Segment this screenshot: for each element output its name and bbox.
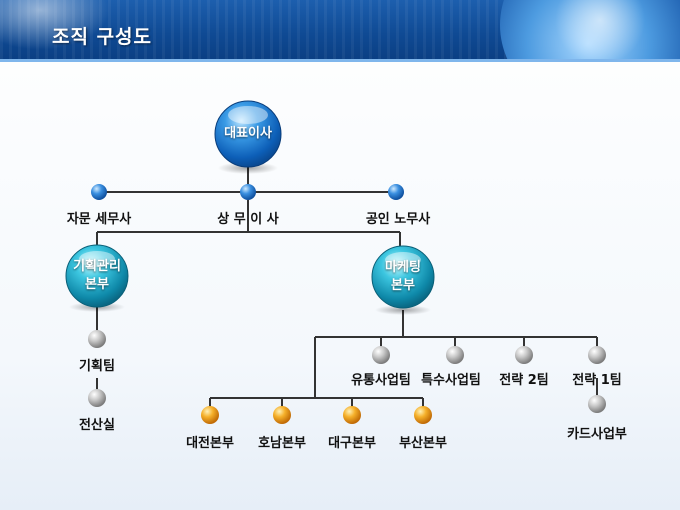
planning-team-label: 기획팀 <box>79 359 115 374</box>
node-shadow <box>218 162 278 174</box>
strategy1-team-node <box>588 346 606 364</box>
strategy2-team-label: 전략 2팀 <box>499 373 549 388</box>
advisor-tax-node <box>91 184 107 200</box>
managing-director-label: 상 무 이 사 <box>217 212 279 227</box>
computer-room-label: 전산실 <box>79 418 115 433</box>
page-title: 조직 구성도 <box>52 26 153 48</box>
strategy1-team-label: 전략 1팀 <box>572 373 622 388</box>
daejeon-office-node <box>201 406 219 424</box>
header-glow <box>0 0 110 50</box>
busan-office-node <box>414 406 432 424</box>
daegu-office-node <box>343 406 361 424</box>
daegu-office-label: 대구본부 <box>328 436 376 451</box>
node-highlight <box>228 106 268 124</box>
node-shadow <box>375 305 431 315</box>
node-highlight <box>385 252 421 268</box>
globe-highlight <box>540 0 660 62</box>
planning-team-node <box>88 330 106 348</box>
special-business-team-label: 특수사업팀 <box>421 373 481 388</box>
distribution-team-label: 유통사업팀 <box>351 373 411 388</box>
header-underline <box>0 59 680 62</box>
planning-division-line2: 본부 <box>85 277 109 292</box>
honam-office-node <box>273 406 291 424</box>
advisor-tax-label: 자문 세무사 <box>66 212 132 227</box>
marketing-division-line2: 본부 <box>391 278 415 293</box>
marketing-division-line1: 마케팅 <box>385 260 421 275</box>
node-highlight <box>79 251 115 267</box>
computer-room-node <box>88 389 106 407</box>
managing-director-node <box>240 184 256 200</box>
strategy2-team-node <box>515 346 533 364</box>
planning-division-line1: 기획관리 <box>73 259 121 274</box>
busan-office-label: 부산본부 <box>399 436 447 451</box>
card-business-label: 카드사업부 <box>567 427 627 442</box>
ceo-node <box>214 100 282 168</box>
card-business-node <box>588 395 606 413</box>
special-business-team-node <box>446 346 464 364</box>
ceo-label: 대표이사 <box>224 126 272 141</box>
daejeon-office-label: 대전본부 <box>186 436 234 451</box>
planning-division-node <box>65 244 129 308</box>
labor-attorney-label: 공인 노무사 <box>365 212 431 227</box>
marketing-division-node <box>371 245 435 309</box>
planning-division-label: 기획관리 본부 <box>73 258 121 294</box>
honam-office-label: 호남본부 <box>258 436 306 451</box>
header-banner <box>0 0 680 62</box>
distribution-team-node <box>372 346 390 364</box>
marketing-division-label: 마케팅 본부 <box>385 259 421 295</box>
labor-attorney-node <box>388 184 404 200</box>
